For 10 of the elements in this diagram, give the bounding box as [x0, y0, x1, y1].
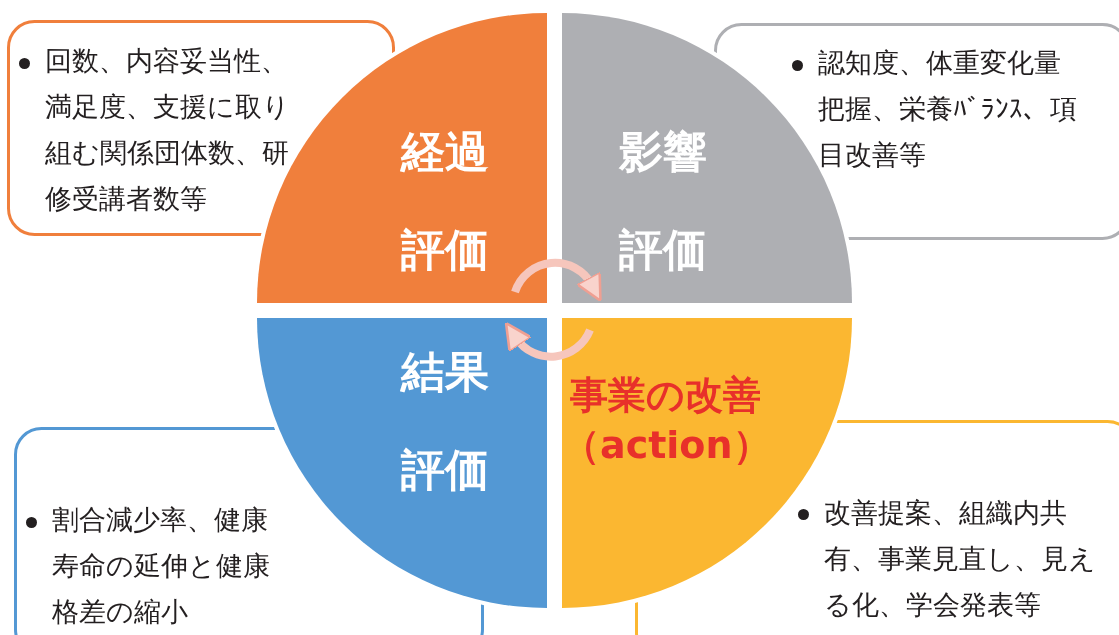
segment-label: 影響評価	[618, 125, 708, 277]
segment-label: 経過評価	[399, 125, 490, 277]
note-text: 回数、内容妥当性、満足度、支援に取り組む関係団体数、研修受講者数等	[45, 44, 291, 216]
note-text: 改善提案、組織内共有、事業見直し、見える化、学会発表等	[824, 496, 1097, 622]
note-text: 認知度、体重変化量把握、栄養ﾊﾞﾗﾝｽ、項目改善等	[818, 46, 1078, 172]
cycle-arrow	[511, 258, 603, 302]
cycle-arrow	[503, 322, 594, 361]
segment-label: 事業の改善（action）	[562, 372, 768, 469]
segment-label: 結果評価	[399, 345, 490, 497]
note-text: 割合減少率、健康寿命の延伸と健康格差の縮小	[52, 503, 271, 629]
